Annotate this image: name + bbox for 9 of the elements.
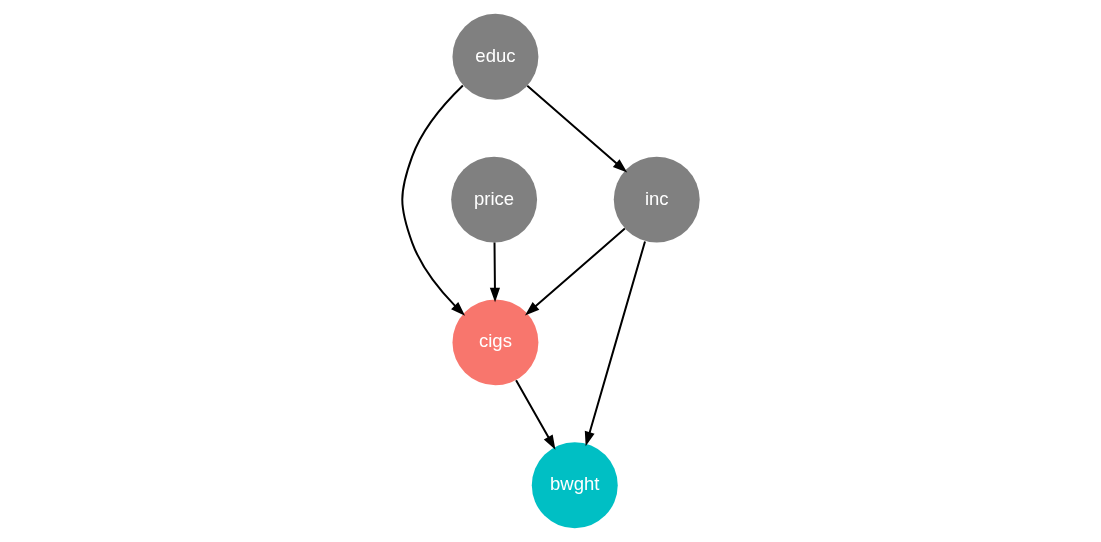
arrow <box>489 241 500 303</box>
node-circle: educ <box>451 13 538 100</box>
arrow <box>514 379 555 450</box>
arrow <box>584 240 646 447</box>
arrow <box>524 227 626 316</box>
node-circle: bwght <box>531 442 618 529</box>
arrow <box>525 84 627 173</box>
node-circle: price <box>450 156 537 243</box>
arrow <box>400 84 465 316</box>
